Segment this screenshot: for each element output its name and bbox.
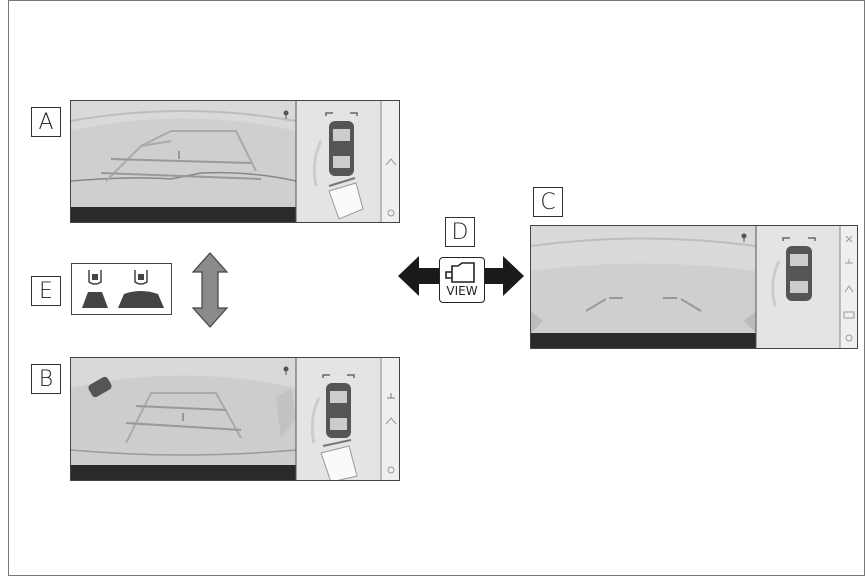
sensor-wave-icon[interactable] <box>845 259 853 264</box>
view-button[interactable]: VIEW <box>439 257 485 303</box>
wide-sensor-icon <box>118 270 164 308</box>
parking-sensor-icon[interactable] <box>385 417 397 425</box>
car-rotate-icon[interactable] <box>87 375 113 398</box>
parking-sensor-mode-panel <box>71 263 172 315</box>
label-e: E <box>31 276 61 306</box>
settings-icon[interactable] <box>845 334 853 342</box>
screen-a <box>70 100 400 223</box>
sensor-wave-icon[interactable] <box>387 393 395 399</box>
mic-icon <box>283 110 289 119</box>
close-icon[interactable] <box>845 235 853 243</box>
camera-icon[interactable] <box>843 311 855 319</box>
mic-icon <box>741 233 747 242</box>
settings-icon[interactable] <box>387 466 395 474</box>
screen-a-graphic <box>71 101 399 222</box>
screen-b <box>70 357 400 481</box>
switch-arrow-vertical <box>192 252 228 328</box>
narrow-sensor-icon <box>82 270 108 308</box>
settings-icon[interactable] <box>387 209 395 217</box>
screen-c <box>530 225 858 349</box>
label-a: A <box>31 107 61 137</box>
mic-icon <box>283 366 289 375</box>
parking-sensor-icon[interactable] <box>385 158 397 166</box>
label-b: B <box>31 364 61 394</box>
label-c: C <box>533 187 563 217</box>
sensor-mode-graphic <box>82 270 164 308</box>
parking-sensor-icon[interactable] <box>844 285 854 293</box>
label-d: D <box>445 217 475 247</box>
screen-b-graphic <box>71 358 399 480</box>
camera-view-icon <box>445 262 475 283</box>
view-button-label: VIEW <box>446 284 478 298</box>
screen-c-graphic <box>531 226 857 348</box>
